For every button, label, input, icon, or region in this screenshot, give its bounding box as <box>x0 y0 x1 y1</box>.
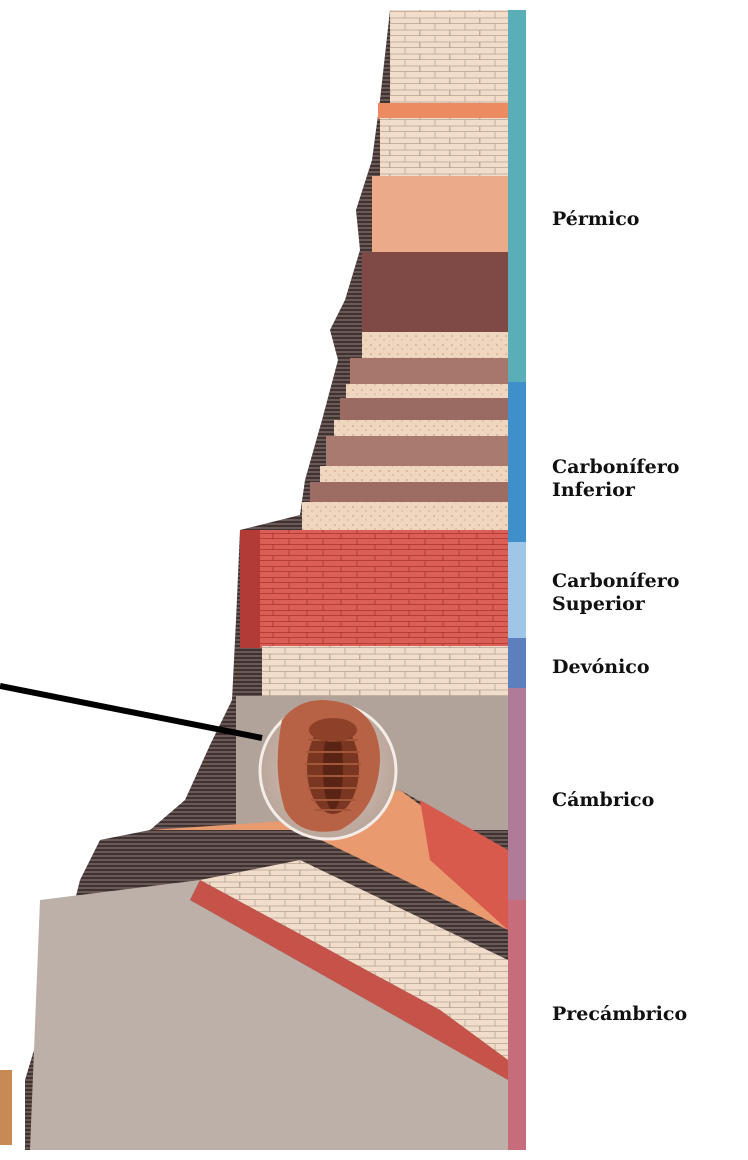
layer-light-2 <box>346 384 508 398</box>
layer-top-limestone <box>390 10 508 105</box>
bar-segment-permico <box>508 10 526 382</box>
bar-segment-cambrico <box>508 688 526 900</box>
label-cambrico: Cámbrico <box>552 789 654 812</box>
layer-brown-4 <box>310 482 508 502</box>
photo-fragment <box>0 1070 12 1145</box>
layer-red-limestone-edge <box>240 530 260 648</box>
layer-light-3 <box>334 420 508 436</box>
bar-segment-precambrico <box>508 900 526 1150</box>
pointer-line <box>0 686 262 738</box>
bar-segment-carbonifero-superior <box>508 542 526 638</box>
layer-light-5 <box>302 502 508 532</box>
label-devonico: Devónico <box>552 656 650 679</box>
label-carbonifero-inferior-line1: Carbonífero <box>552 456 679 479</box>
label-carbonifero-superior: Carbonífero Superior <box>552 570 679 616</box>
layer-red-limestone <box>248 530 508 648</box>
layer-sandstone <box>372 176 508 254</box>
strata-layers <box>30 10 508 1150</box>
layer-salmon-band <box>378 103 508 119</box>
layer-upper-bricks <box>380 118 508 178</box>
label-permico-text: Pérmico <box>552 208 639 231</box>
bar-segment-devonico <box>508 638 526 688</box>
bar-segment-carbonifero-inferior <box>508 382 526 542</box>
layer-light-4 <box>320 466 508 482</box>
label-cambrico-text: Cámbrico <box>552 789 654 812</box>
layer-devonian-beds <box>262 646 508 696</box>
label-precambrico-text: Precámbrico <box>552 1003 687 1026</box>
layer-brown-1 <box>350 358 508 386</box>
layer-dark-shale <box>362 252 508 332</box>
label-carbonifero-superior-line2: Superior <box>552 593 679 616</box>
label-permico: Pérmico <box>552 208 639 231</box>
label-precambrico: Precámbrico <box>552 1003 687 1026</box>
trilobite-fossil-icon <box>260 700 396 839</box>
layer-light-1 <box>362 332 508 358</box>
layer-brown-3 <box>326 436 508 466</box>
label-carbonifero-inferior-line2: Inferior <box>552 479 679 502</box>
period-color-bar <box>508 10 526 1150</box>
label-carbonifero-superior-line1: Carbonífero <box>552 570 679 593</box>
label-carbonifero-inferior: Carbonífero Inferior <box>552 456 679 502</box>
layer-brown-2 <box>340 398 508 420</box>
label-devonico-text: Devónico <box>552 656 650 679</box>
